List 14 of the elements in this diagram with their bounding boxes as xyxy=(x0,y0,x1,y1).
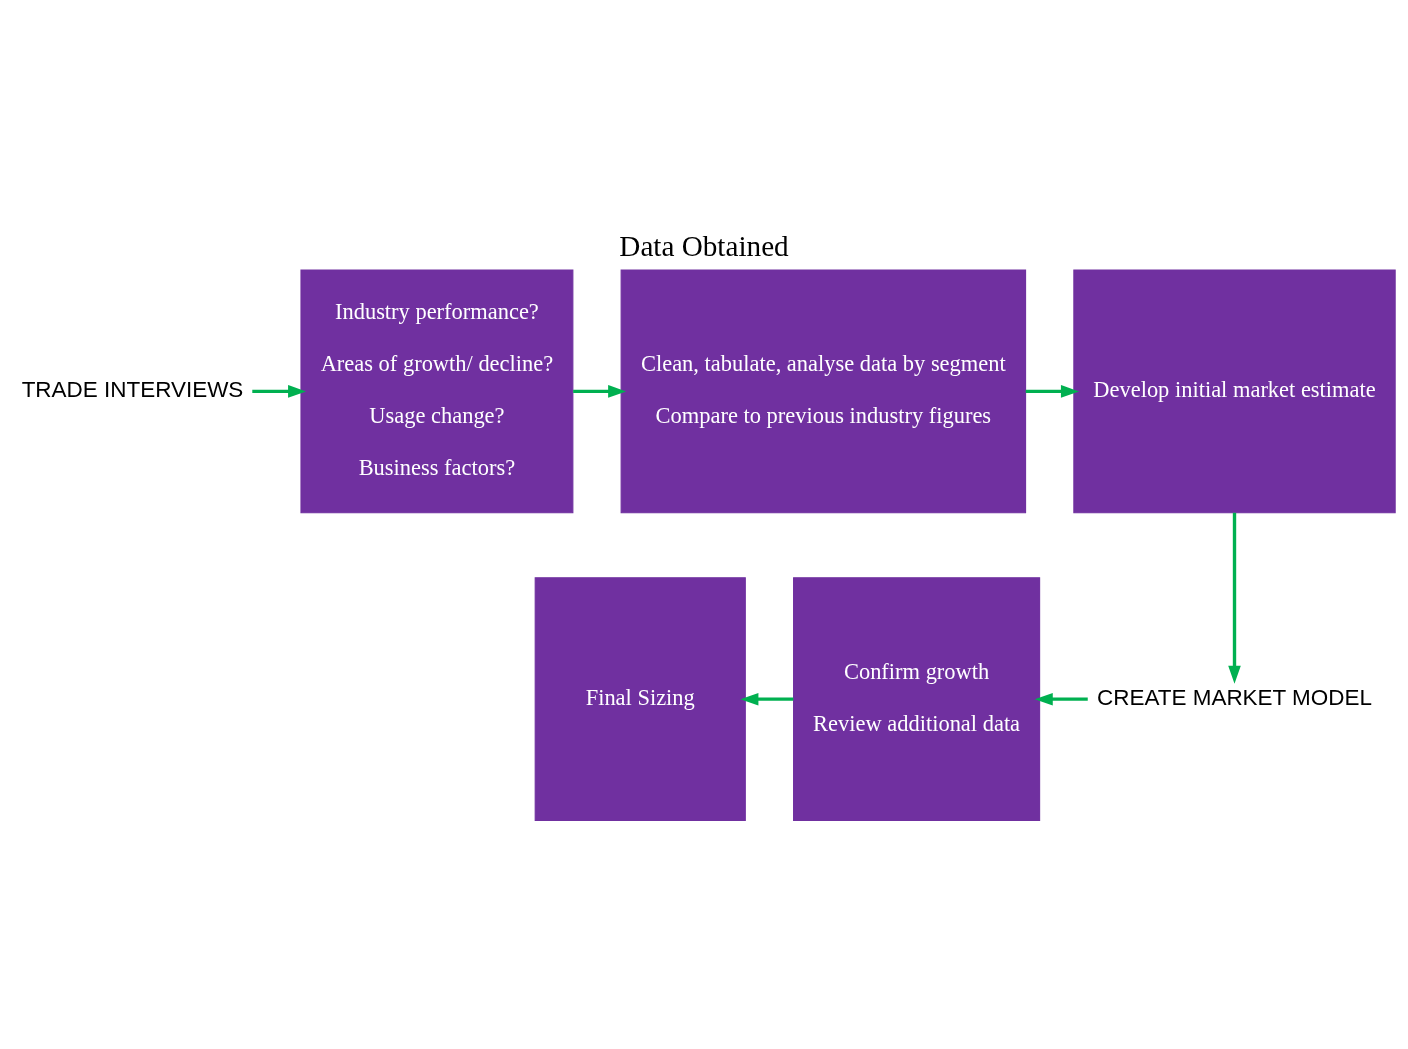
arrow xyxy=(1228,512,1241,684)
arrow xyxy=(252,385,307,398)
node-text: CREATE MARKET MODEL xyxy=(1097,684,1372,710)
node-box: Final Sizing xyxy=(534,577,746,822)
node-text: TRADE INTERVIEWS xyxy=(21,377,244,402)
diagram-title: Data Obtained xyxy=(619,230,789,263)
arrow xyxy=(1034,692,1088,706)
arrow xyxy=(740,692,794,706)
node-box: Develop initial market estimate xyxy=(1073,269,1396,514)
node-box: Clean, tabulate, analyse data by segment Compare to previous industry figures xyxy=(620,269,1027,514)
node-box: Industry performance? Areas of growth/ decline? Usage change? Business factors? xyxy=(300,269,574,514)
arrow xyxy=(1025,385,1079,398)
arrow xyxy=(573,385,627,398)
node-box: Confirm growth Review additional data xyxy=(793,577,1041,822)
